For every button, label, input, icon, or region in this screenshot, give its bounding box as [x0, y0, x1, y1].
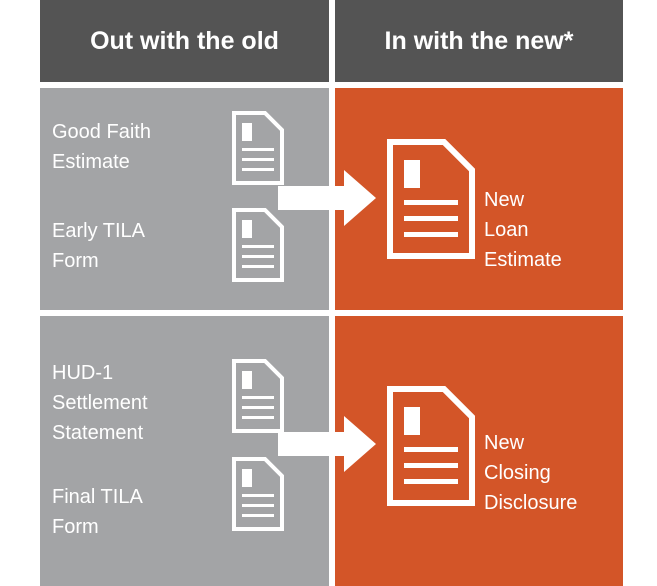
document-icon [232, 359, 284, 433]
document-icon [232, 457, 284, 531]
label-final-tila-form: Final TILA Form [52, 482, 143, 542]
header-new-title: In with the new* [384, 26, 574, 55]
label-hud1-settlement-statement: HUD-1 Settlement Statement [52, 358, 148, 448]
label-line: New [484, 189, 525, 211]
label-new-loan-estimate: New Loan Estimate [484, 185, 562, 275]
document-icon [387, 386, 475, 506]
label-line: Loan [484, 219, 529, 241]
label-line: New [484, 432, 525, 454]
label-line: Form [52, 250, 99, 272]
label-line: Early TILA [52, 220, 145, 242]
document-icon [387, 139, 475, 259]
label-line: Estimate [484, 249, 562, 271]
label-line: Disclosure [484, 492, 578, 514]
label-line: Good Faith [52, 121, 151, 143]
label-line: Form [52, 516, 99, 538]
label-line: Estimate [52, 151, 130, 173]
label-line: Settlement [52, 392, 148, 414]
label-line: HUD-1 [52, 362, 114, 384]
label-new-closing-disclosure: New Closing Disclosure [484, 428, 577, 518]
header-old-title: Out with the old [90, 26, 279, 55]
document-icon [232, 208, 284, 282]
document-icon [232, 111, 284, 185]
header-new: In with the new* [335, 0, 623, 82]
arrow-right-icon [278, 170, 376, 226]
label-early-tila-form: Early TILA Form [52, 216, 145, 276]
label-line: Statement [52, 422, 144, 444]
label-good-faith-estimate: Good Faith Estimate [52, 117, 151, 177]
arrow-right-icon [278, 416, 376, 472]
label-line: Final TILA [52, 486, 143, 508]
panel-new-row1 [335, 88, 623, 310]
header-old: Out with the old [40, 0, 329, 82]
label-line: Closing [484, 462, 551, 484]
panel-new-row2 [335, 316, 623, 586]
